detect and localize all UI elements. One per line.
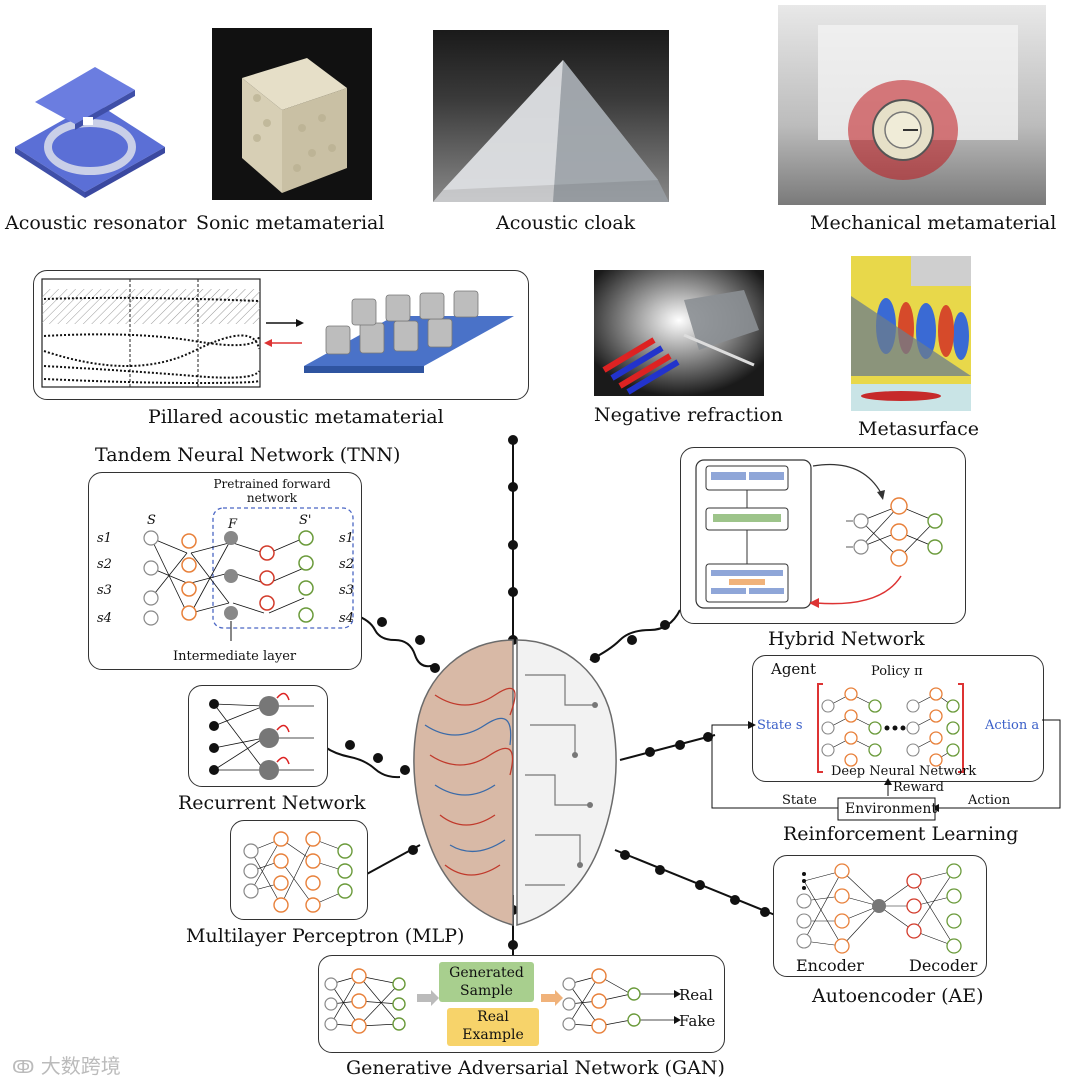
- tnn-f-label: F: [228, 517, 238, 532]
- negative-refraction-label: Negative refraction: [594, 404, 783, 426]
- rl-state-s-label: State s: [757, 718, 803, 733]
- rl-panel: Agent Policy π State s Action a Deep Neu…: [752, 655, 1044, 782]
- sonic-metamaterial-image: [212, 28, 372, 200]
- metasurface-label: Metasurface: [858, 418, 979, 440]
- tnn-panel: Pretrained forward network S F S' s1 s2 …: [88, 472, 362, 670]
- rl-action-label: Action: [968, 793, 1011, 808]
- rl-agent-label: Agent: [771, 660, 816, 678]
- mlp-title: Multilayer Perceptron (MLP): [186, 925, 465, 947]
- tnn-input-2: s2: [97, 557, 112, 572]
- acoustic-cloak-label: Acoustic cloak: [496, 212, 636, 234]
- rl-policy-label: Policy π: [871, 664, 923, 679]
- ae-decoder-label: Decoder: [909, 956, 978, 975]
- acoustic-resonator-label: Acoustic resonator: [5, 212, 187, 234]
- tnn-pretrained-label: Pretrained forward network: [213, 477, 331, 505]
- gan-generated-label: Generated Sample: [449, 965, 524, 999]
- acoustic-resonator-image: [15, 67, 165, 198]
- tnn-intermediate-label: Intermediate layer: [173, 649, 297, 664]
- gan-real-example-box: [447, 1008, 539, 1046]
- mechanical-metamaterial-image: [778, 5, 1046, 205]
- gan-panel: Generated Sample Real Example Real Fake: [318, 955, 725, 1053]
- hybrid-panel: [680, 447, 966, 624]
- recurrent-panel: [188, 685, 328, 787]
- mlp-panel: [230, 820, 368, 920]
- tnn-output-2: s2: [339, 557, 354, 572]
- tnn-title: Tandem Neural Network (TNN): [95, 444, 401, 466]
- rl-title: Reinforcement Learning: [783, 823, 1019, 845]
- ae-encoder-label: Encoder: [796, 956, 864, 975]
- watermark: ↂ 大数跨境: [12, 1050, 121, 1079]
- watermark-logo-icon: ↂ: [12, 1057, 35, 1078]
- sonic-metamaterial-label: Sonic metamaterial: [196, 212, 385, 234]
- gan-title: Generative Adversarial Network (GAN): [346, 1057, 725, 1079]
- rl-environment-label: Environment: [845, 801, 937, 817]
- pillared-metamaterial-panel: [33, 270, 529, 400]
- tnn-input-1: s1: [97, 531, 112, 546]
- gan-fake-label: Fake: [679, 1012, 716, 1030]
- ae-title: Autoencoder (AE): [812, 985, 984, 1007]
- gan-generated-box: [439, 962, 534, 1002]
- recurrent-title: Recurrent Network: [178, 792, 366, 814]
- acoustic-cloak-image: [433, 30, 669, 202]
- ae-panel: Encoder Decoder: [773, 855, 987, 977]
- tnn-output-3: s3: [339, 583, 354, 598]
- tnn-output-4: s4: [339, 611, 354, 626]
- tnn-s-prime-label: S': [299, 513, 312, 528]
- negative-refraction-image: [594, 270, 764, 396]
- mechanical-metamaterial-label: Mechanical metamaterial: [810, 212, 1057, 234]
- rl-dnn-label: Deep Neural Network: [831, 764, 977, 779]
- rl-action-a-label: Action a: [985, 718, 1040, 733]
- metasurface-image: [851, 256, 971, 411]
- rl-state-label: State: [782, 793, 817, 808]
- hybrid-title: Hybrid Network: [768, 628, 925, 650]
- tnn-s-label: S: [147, 513, 156, 528]
- tnn-output-1: s1: [339, 531, 354, 546]
- tnn-input-3: s3: [97, 583, 112, 598]
- rl-reward-label: Reward: [893, 780, 944, 795]
- gan-real-example-label: Real Example: [462, 1009, 524, 1043]
- pillared-metamaterial-label: Pillared acoustic metamaterial: [148, 406, 444, 428]
- watermark-text: 大数跨境: [40, 1054, 121, 1078]
- brain-illustration: [413, 639, 617, 926]
- tnn-input-4: s4: [97, 611, 112, 626]
- gan-real-label: Real: [679, 986, 713, 1004]
